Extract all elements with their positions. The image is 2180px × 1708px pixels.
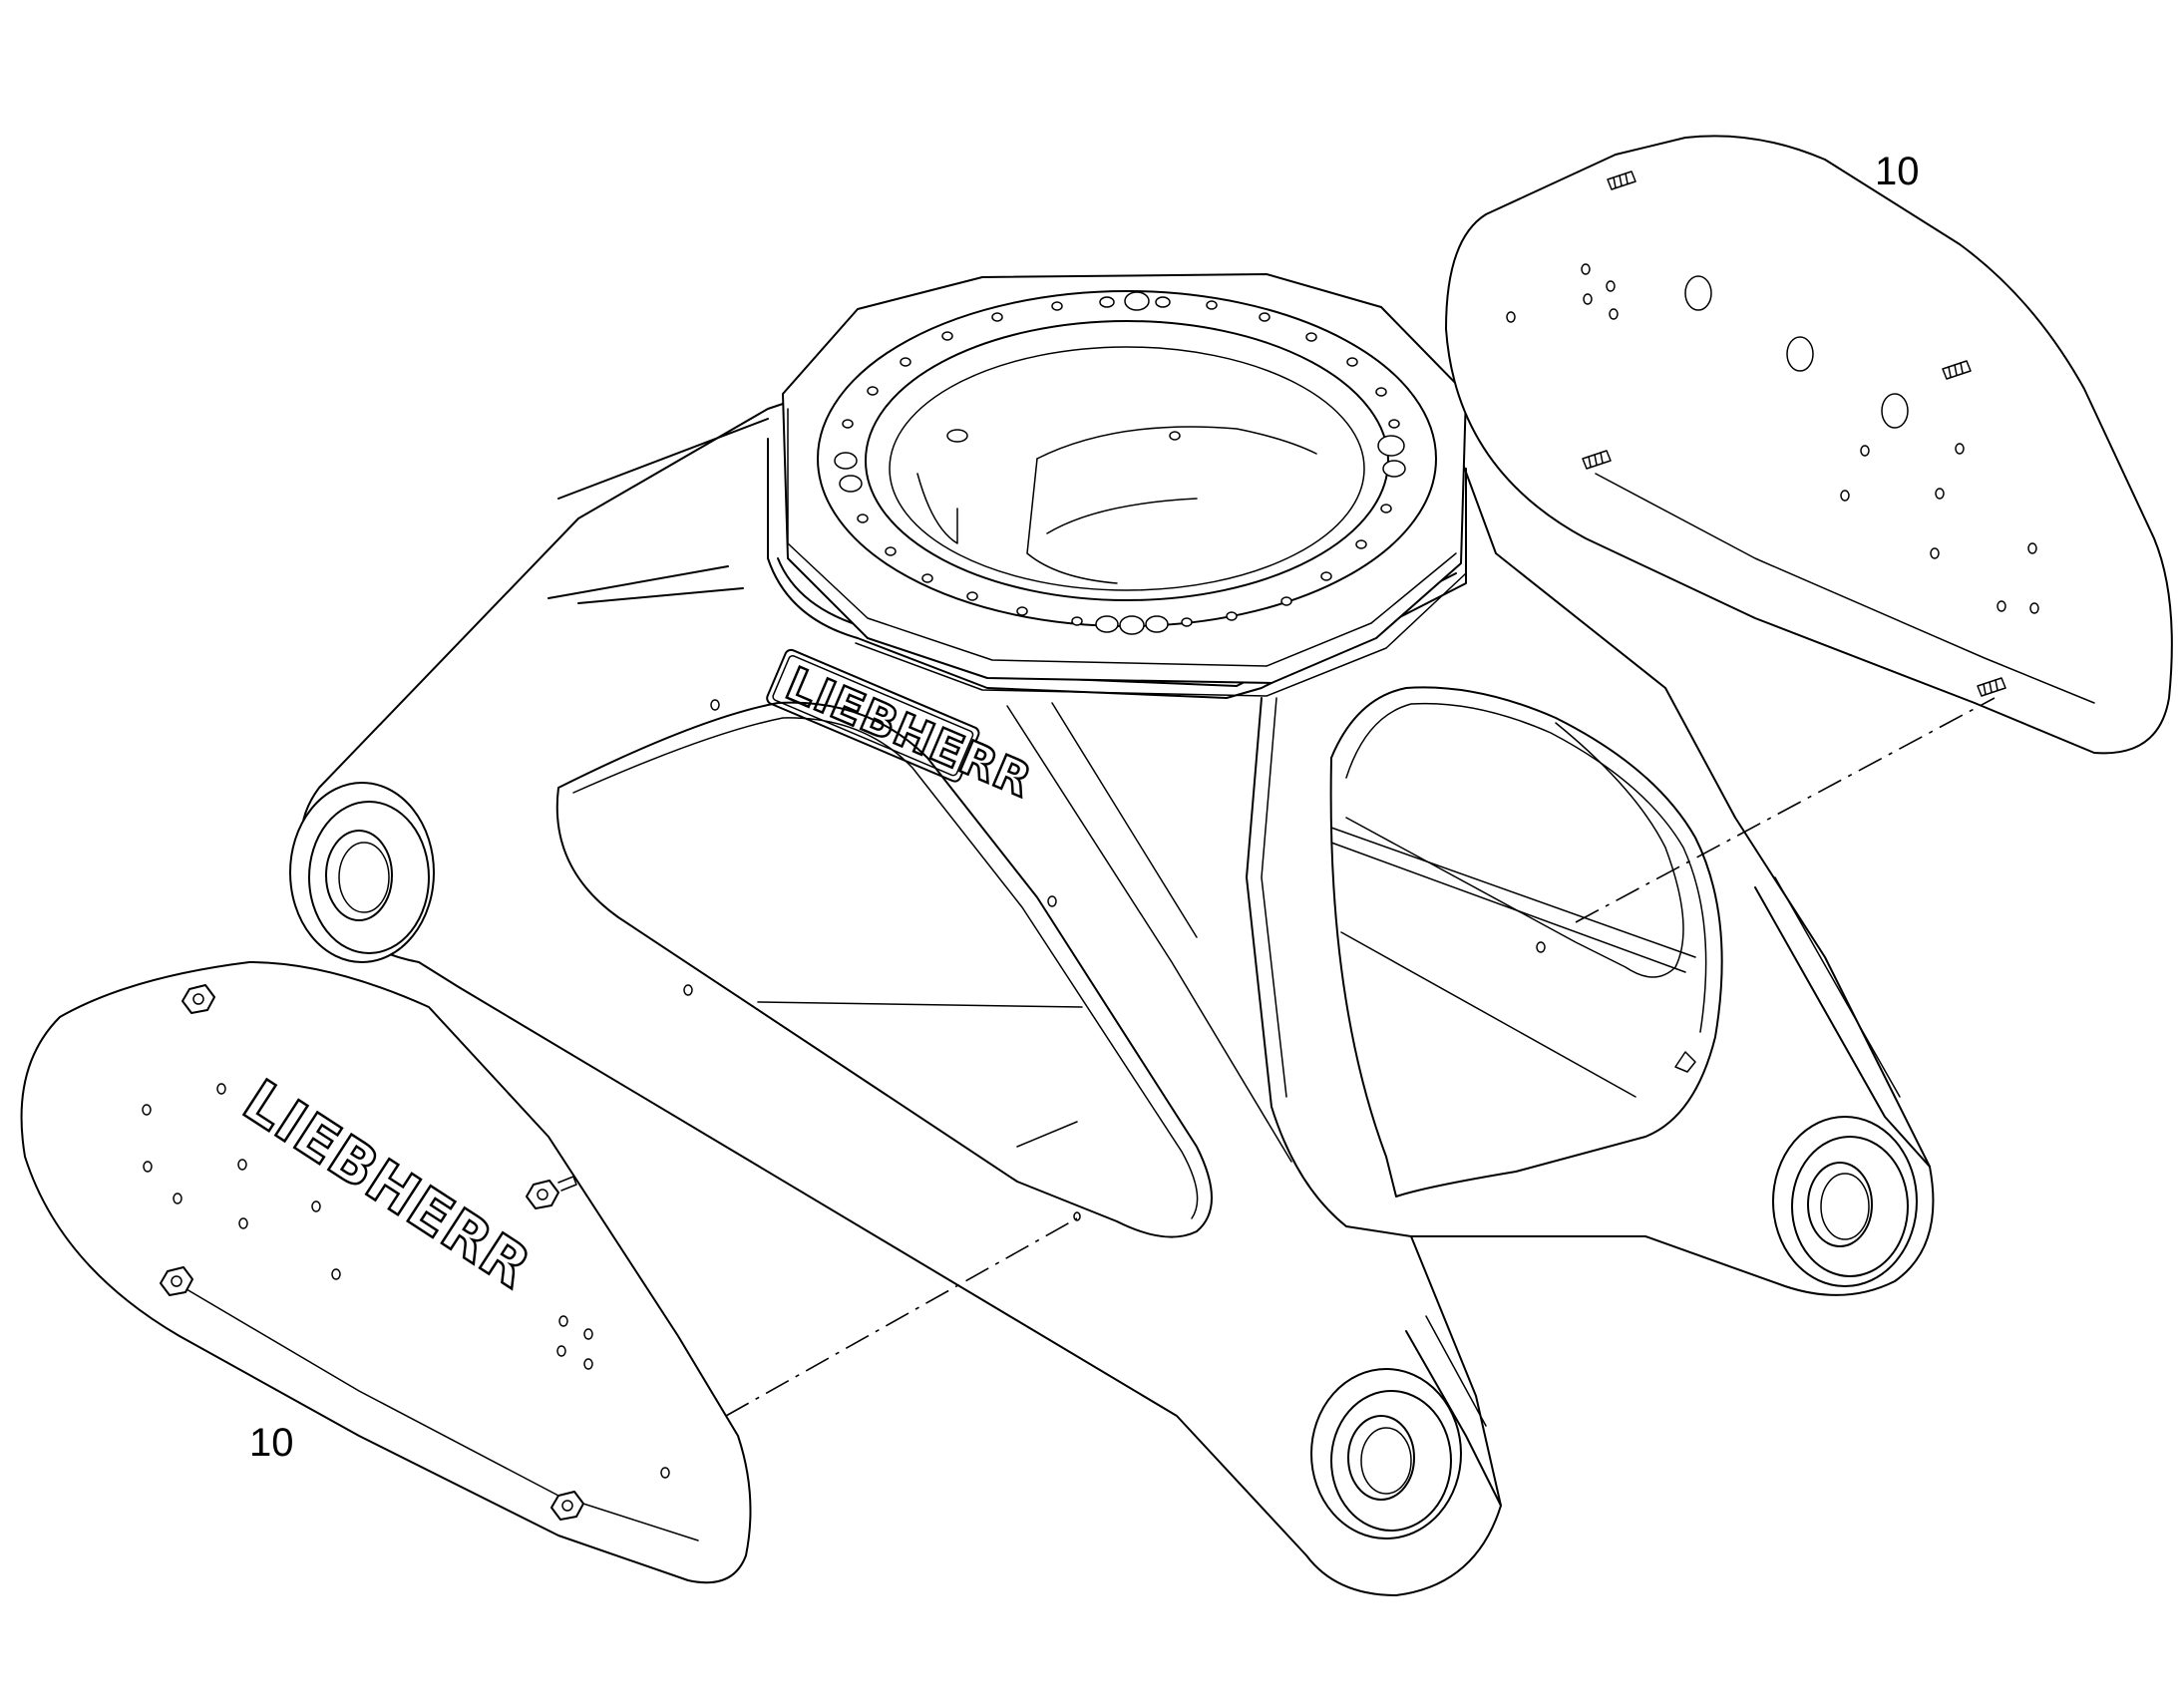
right-panel-stud	[1977, 677, 2006, 697]
right-panel-stud	[1942, 360, 1972, 380]
left-assembly-axis	[725, 1217, 1078, 1417]
right-assembly-axis	[1575, 697, 1996, 923]
left-panel-nut	[182, 984, 215, 1014]
right-pin-boss	[1754, 876, 1931, 1287]
left-panel-nut	[160, 1266, 193, 1296]
right-cover-panel: 10	[1445, 135, 2173, 755]
main-frame: LIEBHERR	[289, 273, 1935, 1596]
right-panel-item-number: 10	[1875, 150, 1920, 193]
left-panel-item-number: 10	[249, 1421, 294, 1465]
bottom-pin-boss	[1310, 1315, 1502, 1539]
left-cover-panel: LIEBHERR 1	[20, 961, 752, 1584]
right-panel-stud	[1582, 450, 1612, 470]
left-panel-nut	[526, 1176, 577, 1209]
left-pin-boss	[289, 782, 435, 963]
left-panel-nut	[550, 1491, 584, 1521]
ring-bolt-holes	[834, 291, 1406, 635]
right-panel-stud	[1607, 171, 1636, 190]
